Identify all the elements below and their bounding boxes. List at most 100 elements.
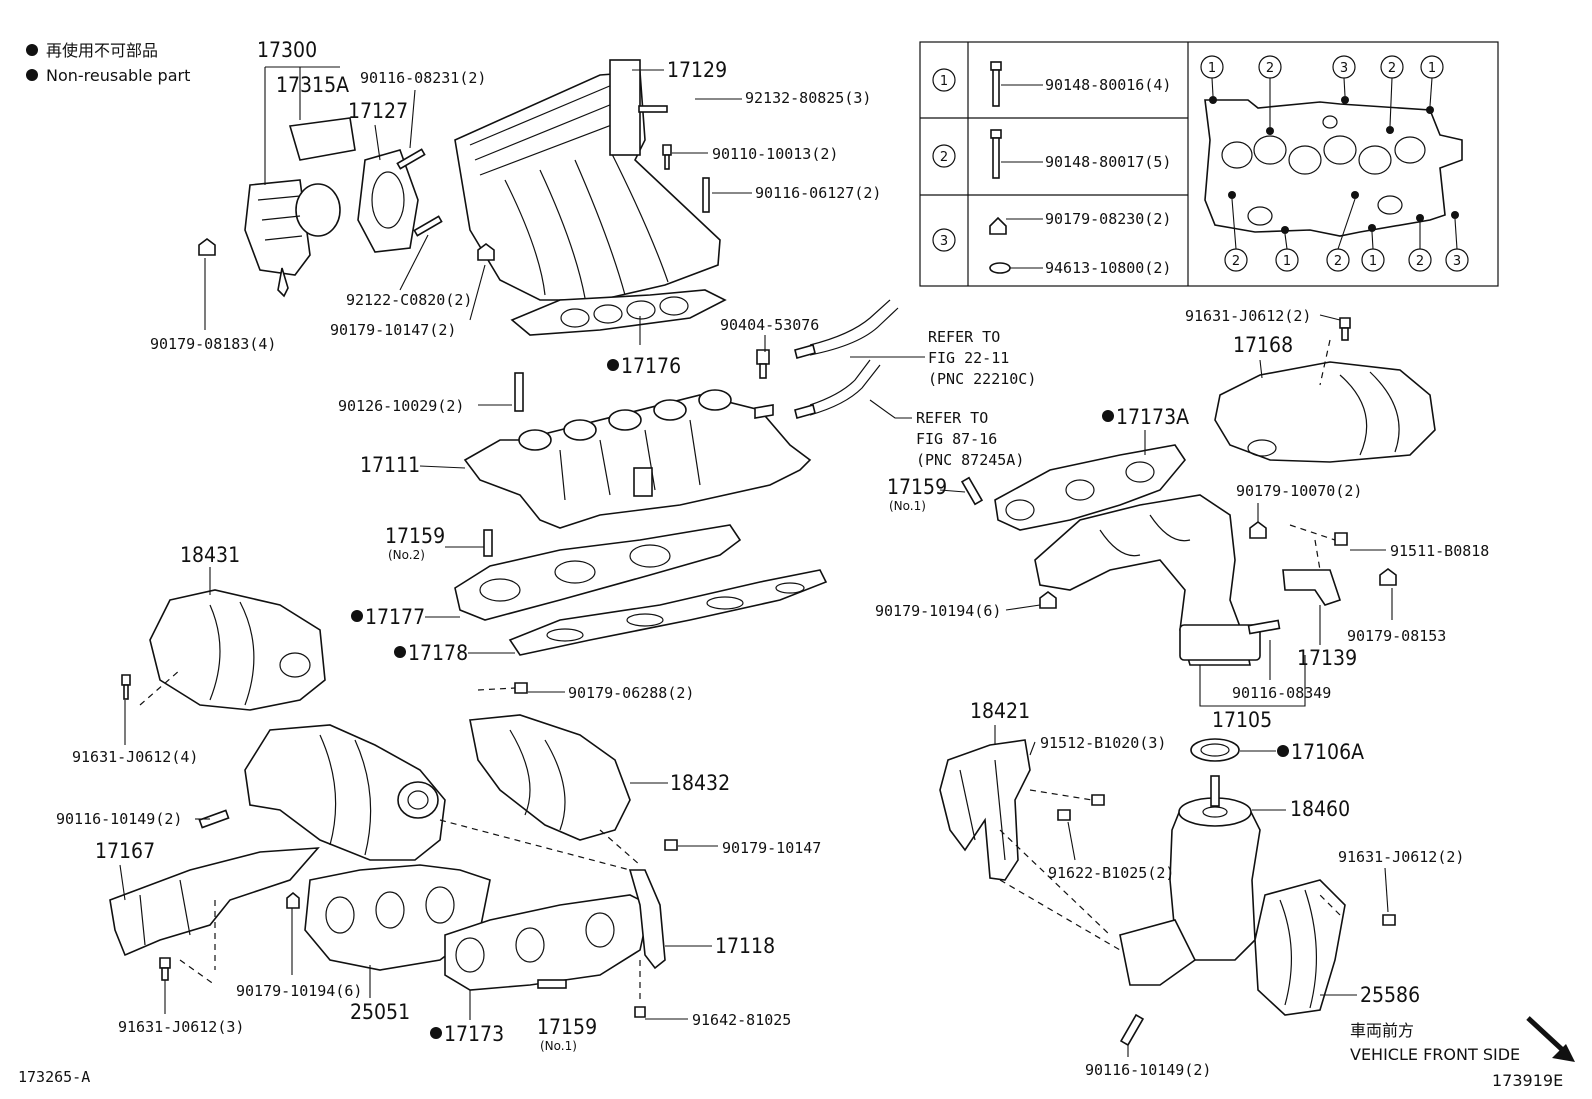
part-label: 91631-J0612(2) <box>1338 848 1464 866</box>
non-reusable-dot-icon <box>430 1027 442 1039</box>
part-label: 91631-J0612(3) <box>118 1018 244 1036</box>
part-label: 90179-06288(2) <box>568 684 694 702</box>
part-label: 90116-10149(2) <box>56 810 182 828</box>
refer-note-line: FIG 87-16 <box>916 430 997 448</box>
part-label: 17159 <box>537 1015 597 1039</box>
non-reusable-dot-icon <box>1277 745 1289 757</box>
direction-en: VEHICLE FRONT SIDE <box>1350 1045 1520 1064</box>
marker: 1 <box>1369 254 1377 269</box>
washer-icon <box>989 262 1011 274</box>
part-label: 90116-08349 <box>1232 684 1331 702</box>
part-label: 17129 <box>667 58 727 82</box>
part-label: 91512-B1020(3) <box>1040 734 1166 752</box>
gasket-17173 <box>444 894 651 991</box>
non-reusable-dot-icon <box>26 69 38 81</box>
gasket-17173A <box>994 444 1186 531</box>
part-label-sub: (No.1) <box>889 499 926 513</box>
gasket-17178 <box>508 569 828 656</box>
part-label: 17127 <box>348 99 408 123</box>
marker: 1 <box>1283 254 1291 269</box>
part-label: 90116-08231(2) <box>360 69 486 87</box>
marker: 2 <box>1334 254 1342 269</box>
marker: 3 <box>1453 254 1461 269</box>
part-label: 90404-53076 <box>720 316 819 334</box>
non-reusable-dot-icon <box>1102 410 1114 422</box>
heat-insulator-18421 <box>939 739 1031 881</box>
part-number: 90148-80016(4) <box>1045 76 1171 94</box>
part-label: 17111 <box>360 453 420 477</box>
heat-insulator-17167 <box>109 847 320 957</box>
gasket-ports <box>1221 115 1426 226</box>
part-label: 90116-10149(2) <box>1085 1061 1211 1079</box>
nut-icon <box>989 216 1007 235</box>
part-label-sub: (No.1) <box>540 1039 577 1053</box>
intake-manifold-17111 <box>463 389 812 529</box>
gasket-17177 <box>454 524 742 621</box>
refer-note-line: REFER TO <box>928 328 1000 346</box>
part-label: 92132-80825(3) <box>745 89 871 107</box>
legend: 再使用不可部品 Non-reusable part <box>26 41 190 85</box>
heat-insulator-25586 <box>1254 879 1346 1016</box>
non-reusable-dot-icon <box>394 646 406 658</box>
part-number: 90148-80017(5) <box>1045 153 1171 171</box>
marker: 2 <box>1232 254 1240 269</box>
marker: 3 <box>1340 61 1348 76</box>
part-label: 90179-10070(2) <box>1236 482 1362 500</box>
part-label: 90179-08183(4) <box>150 335 276 353</box>
part-label: 90179-10194(6) <box>236 982 362 1000</box>
bolt-icon <box>990 129 1002 179</box>
part-label: 17176 <box>621 354 681 378</box>
heat-insulator-17168 <box>1214 361 1436 463</box>
gasket-17315A <box>288 117 356 161</box>
fastener-table: 1 2 3 90148-80016(4) 90148-80017(5) 9017… <box>919 41 1499 287</box>
non-reusable-dot-icon <box>351 610 363 622</box>
part-label-sub: (No.2) <box>388 548 425 562</box>
part-label: 18460 <box>1290 797 1350 821</box>
diagram-code-right: 173919E <box>1492 1071 1563 1090</box>
part-label: 90179-10147 <box>722 839 821 857</box>
part-label: 17173 <box>444 1022 504 1046</box>
table-row-key: 2 <box>940 150 948 165</box>
front-direction-arrow-icon <box>1526 1016 1575 1062</box>
part-label: 17315A <box>276 73 349 97</box>
part-label: 17178 <box>408 641 468 665</box>
heat-insulator-18431 <box>149 589 326 711</box>
part-label: 17106A <box>1291 740 1364 764</box>
heat-insulator-18432 <box>469 714 631 841</box>
part-label: 18432 <box>670 771 730 795</box>
catalyst-18460 <box>1119 775 1261 986</box>
part-label: 17139 <box>1297 646 1357 670</box>
part-label: 91631-J0612(2) <box>1185 307 1311 325</box>
gasket-layout <box>1204 99 1463 237</box>
refer-note-line: REFER TO <box>916 409 988 427</box>
part-label: 17167 <box>95 839 155 863</box>
exhaust-manifold-17105 <box>1034 494 1261 666</box>
diagram-code-left: 173265-A <box>18 1068 90 1086</box>
intake-plenum-17129 <box>454 59 721 301</box>
part-label: 92122-C0820(2) <box>346 291 472 309</box>
part-label: 17177 <box>365 605 425 629</box>
part-label: 17159 <box>887 475 947 499</box>
part-label: 90179-08153 <box>1347 627 1446 645</box>
part-label: 91631-J0612(4) <box>72 748 198 766</box>
part-label: 91642-81025 <box>692 1011 791 1029</box>
part-label: 17300 <box>257 38 317 62</box>
part-label: 25051 <box>350 1000 410 1024</box>
marker: 2 <box>1266 61 1274 76</box>
part-label: 17159 <box>385 524 445 548</box>
marker: 1 <box>1428 61 1436 76</box>
table-row-key: 3 <box>940 234 948 249</box>
part-label: 90179-10147(2) <box>330 321 456 339</box>
refer-note-line: (PNC 87245A) <box>916 451 1024 469</box>
exhaust-manifold-catalyst-25051 <box>244 724 491 971</box>
table-row-key: 1 <box>940 74 948 89</box>
part-label: 90179-10194(6) <box>875 602 1001 620</box>
refer-note-line: (PNC 22210C) <box>928 370 1036 388</box>
part-label: 18421 <box>970 699 1030 723</box>
marker: 2 <box>1388 61 1396 76</box>
legend-jp: 再使用不可部品 <box>46 41 158 60</box>
refer-note-line: FIG 22-11 <box>928 349 1009 367</box>
part-label: 90110-10013(2) <box>712 145 838 163</box>
part-number: 94613-10800(2) <box>1045 259 1171 277</box>
